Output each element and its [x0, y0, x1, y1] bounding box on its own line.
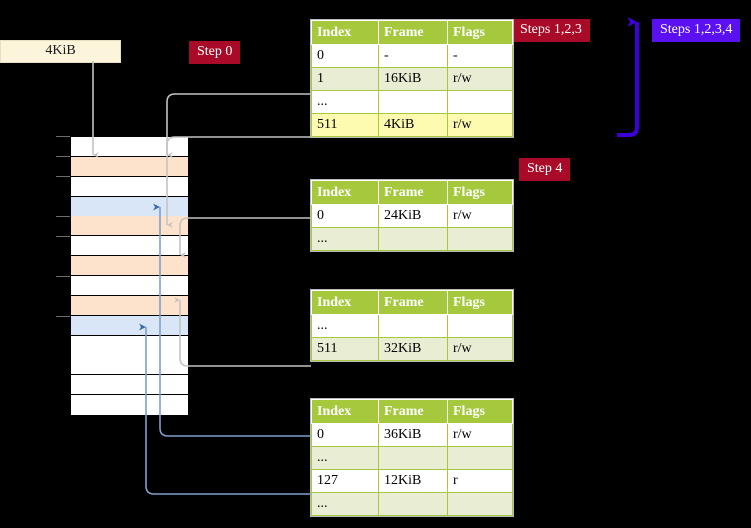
memory-frame-row [71, 375, 188, 396]
step0-badge: Step 0 [189, 41, 241, 64]
table-cell: 36KiB [378, 423, 448, 447]
table-cell: r/w [447, 423, 513, 447]
table-cell [447, 492, 513, 516]
table-cell: ... [311, 446, 379, 470]
memory-frame-row [71, 236, 188, 257]
table-row: ... [311, 492, 513, 516]
wire-pdpt-to-mem [179, 217, 311, 258]
memory-frame-row [71, 196, 188, 217]
memory-frame-row [71, 335, 188, 356]
table-row: ... [311, 227, 513, 251]
table-cell [378, 314, 448, 338]
memory-tick-mark [56, 216, 70, 217]
table-cell [378, 446, 448, 470]
table-header-frame: Frame [378, 399, 448, 424]
table-cell: - [447, 44, 513, 68]
memory-frame-row [71, 137, 188, 157]
steps123-badge: Steps 1,2,3 [512, 19, 590, 42]
memory-tick-mark [56, 156, 70, 157]
memory-frame-row [71, 355, 188, 376]
table-cell: 1 [311, 67, 379, 91]
table-cell: 32KiB [378, 337, 448, 361]
table-row: ... [311, 446, 513, 470]
memory-frame-row [71, 395, 188, 416]
table-cell: ... [311, 90, 379, 114]
table-row: 0-- [311, 44, 513, 68]
memory-frame-row [71, 295, 188, 316]
table-header-frame: Frame [378, 290, 448, 315]
table-cell [378, 90, 448, 114]
table-cell: r [447, 469, 513, 493]
memory-tick-mark [56, 176, 70, 177]
table-cell: r/w [447, 337, 513, 361]
memory-tick-mark [56, 136, 70, 137]
table-cell: 0 [311, 204, 379, 228]
table-cell: ... [311, 314, 379, 338]
table-header-flags: Flags [447, 20, 513, 45]
table-cell: 24KiB [378, 204, 448, 228]
memory-frame-row [71, 156, 188, 177]
table-cell: 4KiB [378, 113, 448, 137]
memory-frame-row [71, 275, 188, 296]
memory-tick-mark [56, 276, 70, 277]
table-cell [447, 227, 513, 251]
table-row: ... [311, 90, 513, 114]
table-header-flags: Flags [447, 399, 513, 424]
table-cell: r/w [447, 113, 513, 137]
wire-purple-bracket [617, 17, 639, 137]
table-cell [378, 227, 448, 251]
table-header-index: Index [311, 180, 379, 205]
steps1234-badge: Steps 1,2,3,4 [652, 19, 741, 42]
memory-frame-row [71, 256, 188, 277]
physical-memory-column [70, 136, 189, 416]
table-cell: 0 [311, 423, 379, 447]
table-cell: r/w [447, 67, 513, 91]
table-cell: 0 [311, 44, 379, 68]
table-cell: 511 [311, 337, 379, 361]
table-row: ... [311, 314, 513, 338]
table-header-frame: Frame [378, 20, 448, 45]
table-cell: 16KiB [378, 67, 448, 91]
table-cell: ... [311, 492, 379, 516]
memory-tick-mark [56, 236, 70, 237]
table-header-frame: Frame [378, 180, 448, 205]
table-header-index: Index [311, 399, 379, 424]
table-cell: 12KiB [378, 469, 448, 493]
memory-frame-row [71, 216, 188, 237]
memory-frame-row [71, 176, 188, 197]
memory-tick-mark [56, 316, 70, 317]
table-cell [447, 314, 513, 338]
table-header-index: Index [311, 20, 379, 45]
table-cell: 127 [311, 469, 379, 493]
table-header-index: Index [311, 290, 379, 315]
table-cell [447, 90, 513, 114]
table-header-flags: Flags [447, 290, 513, 315]
table-header-flags: Flags [447, 180, 513, 205]
table-cell: r/w [447, 204, 513, 228]
table-cell [378, 492, 448, 516]
step4-badge: Step 4 [519, 158, 571, 181]
memory-frame-row [71, 315, 188, 336]
table-cell: ... [311, 227, 379, 251]
table-cell [447, 446, 513, 470]
table-cell: - [378, 44, 448, 68]
wire-pd-to-mem [174, 297, 311, 367]
table-cell: 511 [311, 113, 379, 137]
frame-size-box: 4KiB [0, 40, 121, 63]
